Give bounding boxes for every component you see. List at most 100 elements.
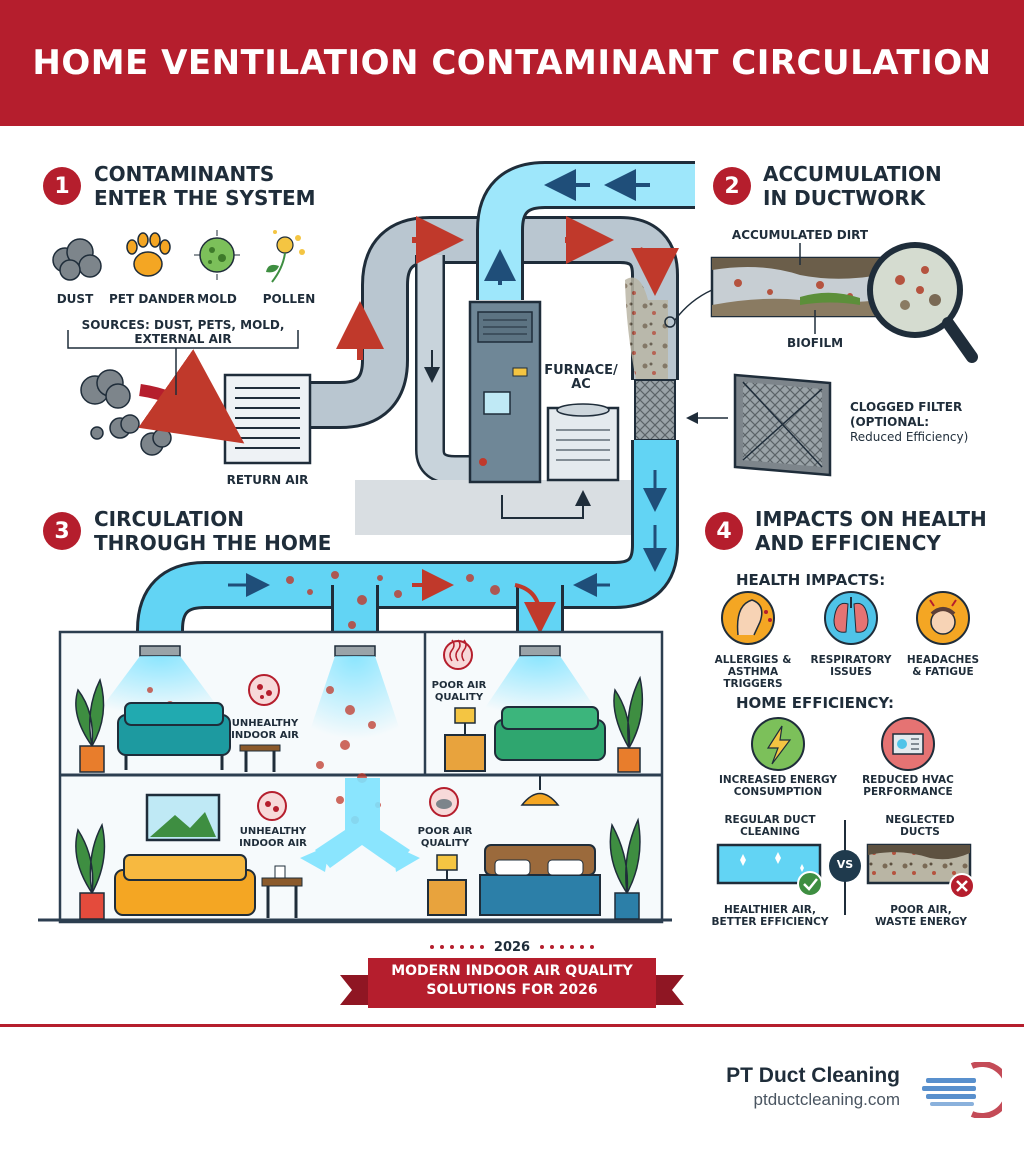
plant [609,817,641,920]
split-airflow-arrow [300,778,420,872]
x-icon [949,873,975,899]
duct-dirt [625,277,668,380]
ac-condenser [546,403,620,482]
impact-label-line: & FATIGUE [912,666,974,678]
compare-label-line: NEGLECTED [885,814,955,826]
smell-icon [443,639,473,670]
impact-label-line: ISSUES [830,666,872,678]
contaminant-label-mold: MOLD [197,292,237,306]
compare-label-line: DUCTS [900,826,940,838]
step-3-title-line: CIRCULATION [94,507,244,531]
efficiency-label-line: CONSUMPTION [733,786,823,798]
step-2-title-line: ACCUMULATION [763,162,942,186]
compare-label-line: REGULAR DUCT [724,814,816,826]
entry-arrow [138,349,245,444]
step-4-title-line: IMPACTS ON HEALTH [755,507,987,531]
return-air-label: RETURN AIR [226,473,309,487]
unhealthy-air-label: UNHEALTHY INDOOR AIR [236,826,310,850]
step-3-title-line: THROUGH THE HOME [94,531,332,555]
step-4-title-line: AND EFFICIENCY [755,531,941,555]
furnace-unit [468,300,542,484]
sofa-teal [117,702,231,770]
compare-result-line: BETTER EFFICIENCY [711,916,829,928]
compare-label-line: CLEANING [740,826,800,838]
flow-arrow [630,247,679,296]
nightstand-lamp [427,854,467,916]
accumulated-dirt-label: ACCUMULATED DIRT [731,228,869,242]
unhealthy-air-label: UNHEALTHY INDOOR AIR [228,718,302,742]
compare-neglected-result: POOR AIR, WASTE ENERGY [868,904,974,928]
sources-line: EXTERNAL AIR [134,332,232,346]
supply-duct-top [476,161,695,300]
ribbon [340,958,684,1008]
page-title: HOME VENTILATION CONTAMINANT CIRCULATION [32,43,992,83]
magnifier-icon [867,242,978,363]
home-label-line: QUALITY [420,838,470,849]
plant [613,675,644,773]
step-1-title-line: ENTER THE SYSTEM [94,186,316,210]
ventilation-diagram [38,161,978,1008]
step-1-title-line: CONTAMINANTS [94,162,275,186]
zoom-connector [674,289,713,321]
mold-icon [194,230,240,280]
flow-arrow [514,583,556,634]
compare-clean-title: REGULAR DUCT CLEANING [710,814,830,838]
ribbon-dots [430,945,594,949]
brand-name: PT Duct Cleaning [726,1064,900,1087]
clogged-filter-label: CLOGGED FILTER (OPTIONAL: Reduced Effici… [850,400,1000,445]
furnace-label-line: FURNACE/ [544,363,618,378]
coffee-table [261,865,303,918]
home-label-line: INDOOR AIR [231,730,299,741]
side-table [239,744,281,772]
impact-headaches-label: HEADACHES & FATIGUE [902,654,984,678]
compare-result-line: HEALTHIER AIR, [723,904,817,916]
efficiency-energy-label: INCREASED ENERGY CONSUMPTION [713,774,843,798]
allergy-icon [721,591,775,645]
filter-label-line: (OPTIONAL: [850,415,930,429]
step-2-title: ACCUMULATION IN DUCTWORK [763,162,942,210]
step-2-badge: 2 [713,167,751,205]
impact-allergies-label: ALLERGIES & ASTHMA TRIGGERS [698,654,808,690]
furnace-label-line: AC [571,377,591,392]
sources-line: SOURCES: DUST, PETS, MOLD, [81,318,285,332]
home-label-line: INDOOR AIR [239,838,307,849]
cloud-icon [429,787,459,817]
impact-label-line: ASTHMA TRIGGERS [723,666,783,690]
step-4-badge: 4 [705,512,743,550]
poor-air-quality-label: POOR AIR QUALITY [414,826,476,850]
headache-icon [916,591,970,645]
paw-icon [126,232,171,277]
home-label-line: UNHEALTHY [239,826,307,837]
brand-logo-icon [922,1062,1002,1118]
dust-icon [52,238,102,281]
impact-label-line: ALLERGIES & [714,654,792,666]
compare-result-line: WASTE ENERGY [875,916,967,928]
lungs-icon [824,591,878,645]
home-label-line: POOR AIR [417,826,473,837]
compare-clean-result: HEALTHIER AIR, BETTER EFFICIENCY [705,904,835,928]
home-label-line: UNHEALTHY [231,718,299,729]
bed [479,844,601,916]
efficiency-hvac-label: REDUCED HVAC PERFORMANCE [853,774,963,798]
nightstand-lamp [444,707,486,772]
impact-respiratory-label: RESPIRATORY ISSUES [806,654,896,678]
title-banner: HOME VENTILATION CONTAMINANT CIRCULATION [0,0,1024,126]
step-1-title: CONTAMINANTS ENTER THE SYSTEM [94,162,316,210]
brand-url[interactable]: ptductcleaning.com [753,1090,900,1109]
germ-icon [257,791,287,821]
clogged-filter-icon [733,373,832,477]
duct-particles [286,571,500,643]
sources-bracket [67,330,299,349]
ceiling-lamp [520,776,560,806]
compare-result-line: POOR AIR, [890,904,952,916]
dust-clouds [80,369,172,456]
refrigerant-line [501,490,591,519]
sofa-green [494,706,606,761]
furnace-label: FURNACE/ AC [540,364,622,392]
step-3-badge: 3 [43,512,81,550]
ribbon-text: MODERN INDOOR AIR QUALITY SOLUTIONS FOR … [368,962,656,1000]
step-4-title: IMPACTS ON HEALTH AND EFFICIENCY [755,507,987,555]
sofa-orange [114,854,256,916]
efficiency-label-line: PERFORMANCE [863,786,953,798]
basement-slab [355,480,660,535]
